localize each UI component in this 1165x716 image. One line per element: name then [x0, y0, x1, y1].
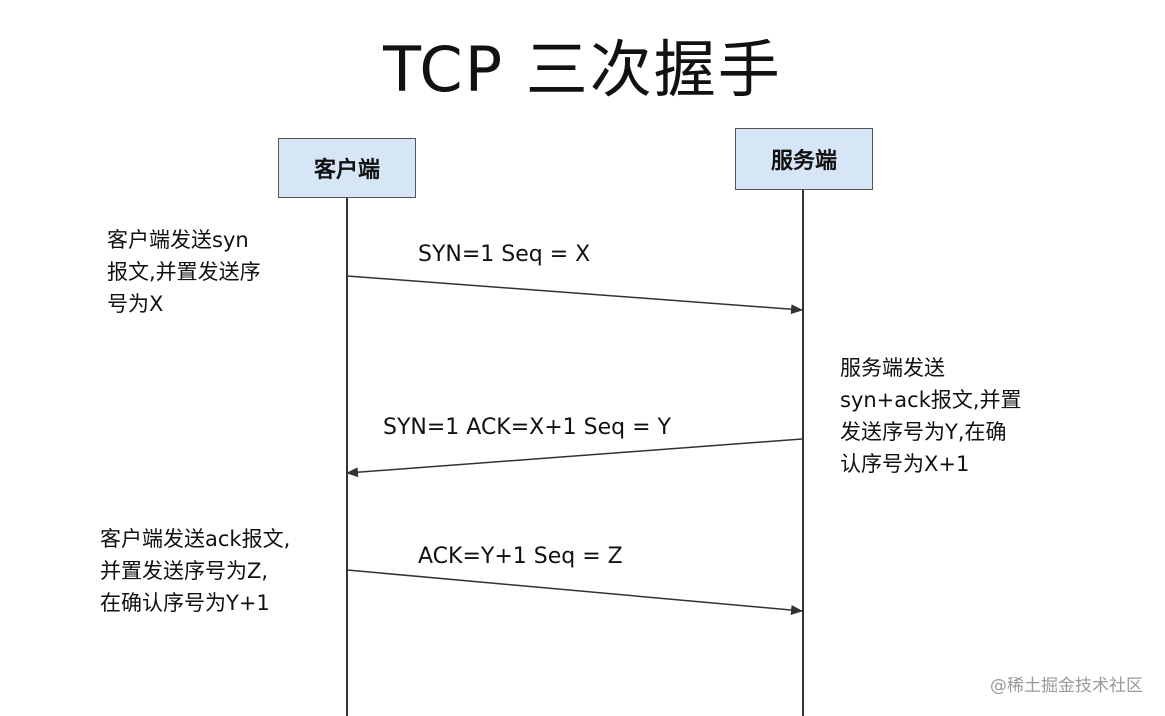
watermark-text: @稀土掘金技术社区 — [990, 676, 1143, 696]
diagram-title: TCP 三次握手 — [383, 33, 782, 106]
synack-message-label: SYN=1 ACK=X+1 Seq = Y — [383, 415, 671, 440]
note-line: 号为X — [107, 292, 164, 316]
syn-arrow — [346, 275, 803, 315]
client-actor-label: 客户端 — [313, 158, 380, 183]
client-syn-note: 客户端发送syn 报文,并置发送序 号为X — [107, 224, 261, 320]
client-actor-box: 客户端 — [278, 138, 416, 198]
note-line: 发送序号为Y,在确 — [840, 420, 1007, 444]
note-line: 客户端发送syn — [107, 228, 249, 252]
server-actor-label: 服务端 — [770, 149, 837, 174]
note-line: 认序号为X+1 — [840, 452, 970, 476]
note-line: 客户端发送ack报文, — [100, 527, 291, 551]
ack-message-label: ACK=Y+1 Seq = Z — [418, 544, 623, 569]
note-line: 并置发送序号为Z, — [100, 559, 269, 583]
server-actor-box: 服务端 — [735, 128, 873, 190]
syn-message-label: SYN=1 Seq = X — [418, 242, 591, 267]
synack-arrow — [346, 438, 803, 478]
note-line: 服务端发送 — [840, 356, 945, 380]
ack-arrow — [346, 569, 803, 615]
client-ack-note: 客户端发送ack报文, 并置发送序号为Z, 在确认序号为Y+1 — [100, 523, 290, 619]
note-line: syn+ack报文,并置 — [840, 388, 1022, 412]
server-synack-note: 服务端发送 syn+ack报文,并置 发送序号为Y,在确 认序号为X+1 — [840, 352, 1022, 480]
client-lifeline — [346, 196, 348, 716]
note-line: 在确认序号为Y+1 — [100, 591, 270, 615]
server-lifeline — [802, 188, 804, 716]
note-line: 报文,并置发送序 — [107, 260, 261, 284]
